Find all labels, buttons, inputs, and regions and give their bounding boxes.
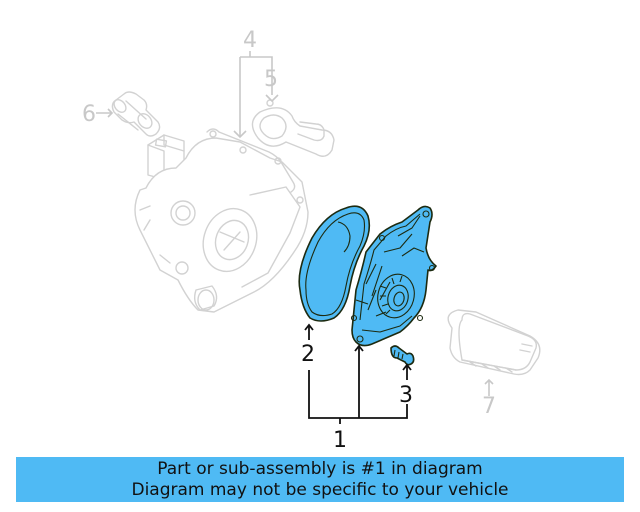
part-1-water-pump[interactable]	[350, 205, 437, 347]
part-2-gasket[interactable]	[298, 205, 371, 322]
callout-5[interactable]: 5	[264, 67, 278, 92]
callout-2[interactable]: 2	[301, 342, 315, 367]
part-3-bolt[interactable]	[390, 345, 415, 366]
callout-7[interactable]: 7	[482, 394, 496, 419]
banner-line-part: Part or sub-assembly is #1 in diagram	[157, 459, 483, 479]
callout-3[interactable]: 3	[399, 383, 413, 408]
callout-leaders-ghost	[96, 51, 494, 396]
part-6-connector[interactable]	[111, 91, 161, 137]
info-banner: Part or sub-assembly is #1 in diagram Di…	[16, 457, 624, 502]
callout-1[interactable]: 1	[333, 428, 347, 453]
part-5-seal[interactable]	[251, 99, 335, 157]
part-4-housing[interactable]	[134, 128, 309, 313]
callout-leaders	[304, 323, 412, 424]
part-7-belt[interactable]	[447, 309, 541, 376]
callout-6[interactable]: 6	[82, 102, 96, 127]
callout-4[interactable]: 4	[243, 28, 257, 53]
banner-line-disclaimer: Diagram may not be specific to your vehi…	[131, 480, 509, 500]
